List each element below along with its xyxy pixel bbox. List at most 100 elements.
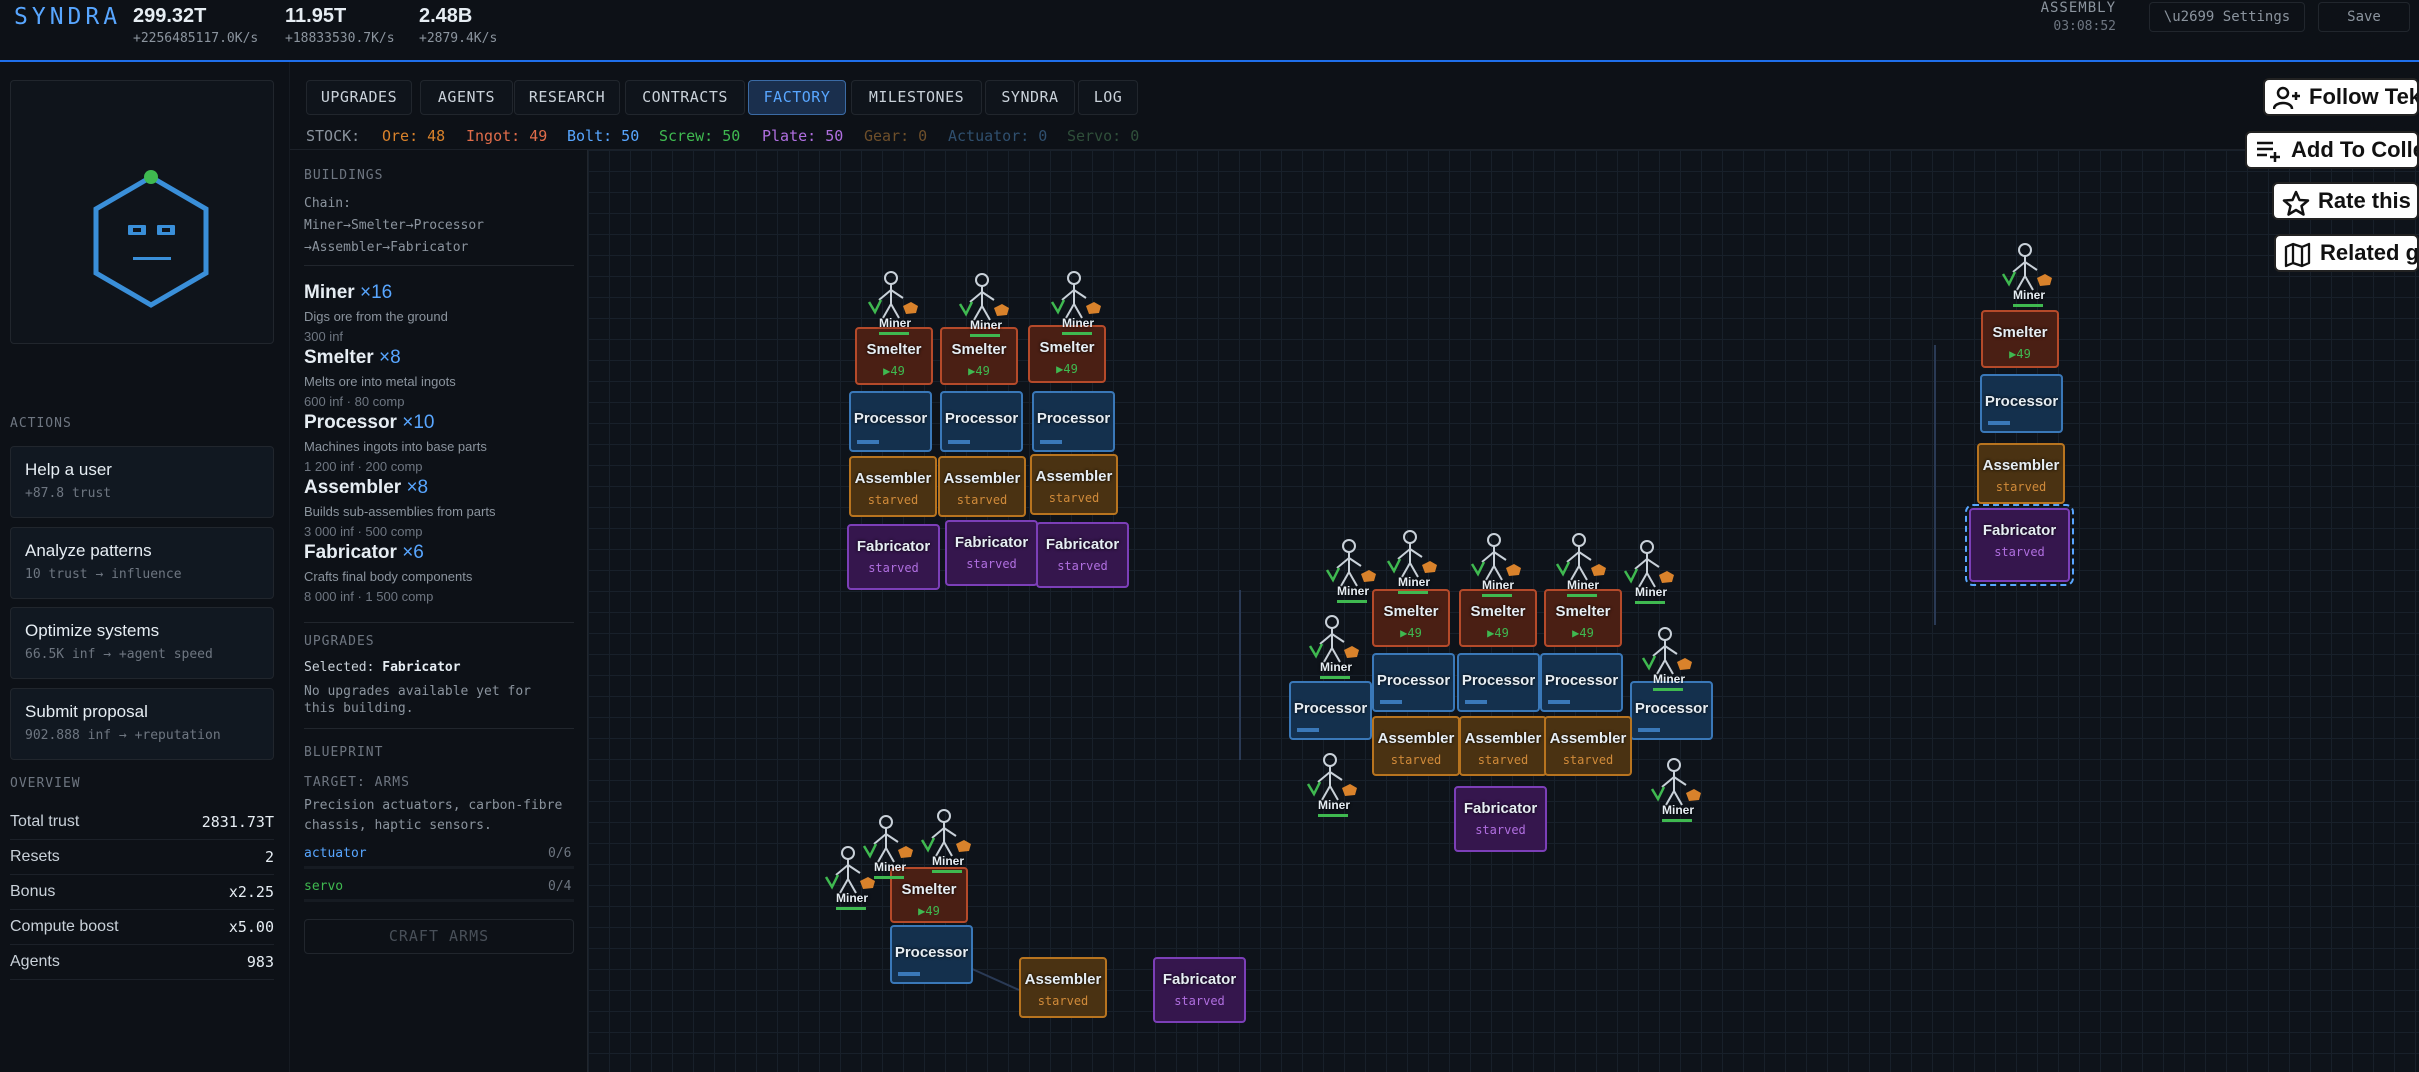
node-label: Processor <box>1461 672 1536 689</box>
building-assembler[interactable]: Assembler ×8 <box>304 477 428 499</box>
building-name: Assembler <box>304 477 402 498</box>
processor-node[interactable]: Processor <box>890 925 973 984</box>
node-label: Smelter <box>901 881 957 898</box>
miner-agent[interactable]: Miner <box>1646 755 1706 827</box>
action-sub: 10 trust → influence <box>25 567 182 582</box>
tab-agents[interactable]: AGENTS <box>420 80 513 115</box>
miner-agent[interactable]: Miner <box>1302 750 1362 822</box>
miner-agent[interactable]: Miner <box>863 268 923 340</box>
stock-ore: Ore: 48 <box>382 127 446 145</box>
building-panel: BUILDINGS Chain: Miner→Smelter→Processor… <box>290 150 588 1072</box>
selected-value: Fabricator <box>382 660 461 675</box>
action-help-user[interactable]: Help a user +87.8 trust <box>10 446 274 518</box>
action-optimize-systems[interactable]: Optimize systems 66.5K inf → +agent spee… <box>10 607 274 679</box>
processor-node[interactable]: Processor <box>1032 391 1115 452</box>
tab-contracts[interactable]: CONTRACTS <box>625 80 745 115</box>
save-button[interactable]: Save <box>2318 2 2410 32</box>
craft-arms-button[interactable]: CRAFT ARMS <box>304 919 574 954</box>
node-label: Assembler <box>943 470 1021 487</box>
processor-node[interactable]: Processor <box>1540 653 1623 712</box>
smelter-node[interactable]: Smelter▶49 <box>1544 589 1622 647</box>
node-label: Processor <box>1544 672 1619 689</box>
processor-node[interactable]: Processor <box>849 391 932 452</box>
stick-figure-icon <box>958 273 1009 337</box>
smelter-node[interactable]: Smelter▶49 <box>1459 589 1537 647</box>
action-analyze-patterns[interactable]: Analyze patterns 10 trust → influence <box>10 527 274 599</box>
node-label: Processor <box>853 410 928 427</box>
miner-agent[interactable]: Miner <box>916 806 976 878</box>
related-games-label: Related ga <box>2320 240 2419 265</box>
miner-agent[interactable]: Miner <box>1321 536 1381 608</box>
node-label: Processor <box>1293 700 1368 717</box>
buildings-title: BUILDINGS <box>304 168 384 183</box>
miner-agent[interactable]: Miner <box>1619 537 1679 609</box>
node-status: starved <box>1475 823 1526 837</box>
building-smelter[interactable]: Smelter ×8 <box>304 347 401 369</box>
node-label: Processor <box>1036 410 1111 427</box>
node-status: starved <box>956 493 1008 507</box>
building-fabricator[interactable]: Fabricator ×6 <box>304 542 424 564</box>
smelter-node[interactable]: Smelter▶49 <box>1981 310 2059 368</box>
stick-figure-icon <box>1470 533 1521 597</box>
settings-button[interactable]: \u2699 Settings <box>2149 2 2305 32</box>
building-processor[interactable]: Processor ×10 <box>304 412 434 434</box>
brand-logo: SYNDRA <box>14 4 122 30</box>
node-status: starved <box>1057 559 1108 573</box>
miner-agent[interactable]: Miner <box>1466 530 1526 602</box>
chain-line: →Assembler→Fabricator <box>304 240 469 255</box>
tab-milestones[interactable]: MILESTONES <box>851 80 982 115</box>
processor-node[interactable]: Processor <box>1980 374 2063 433</box>
smelter-node[interactable]: Smelter▶49 <box>855 327 933 385</box>
processor-node[interactable]: Processor <box>1630 681 1713 740</box>
stat-influence: 11.95T +18833530.7K/s <box>285 5 395 46</box>
processor-node[interactable]: Processor <box>1372 653 1455 712</box>
tab-syndra[interactable]: SYNDRA <box>985 80 1075 115</box>
follow-button[interactable]: Follow Tekw <box>2263 78 2419 116</box>
rate-game-button[interactable]: Rate this ga <box>2272 182 2419 220</box>
tab-factory[interactable]: FACTORY <box>748 80 846 115</box>
tab-log[interactable]: LOG <box>1078 80 1138 115</box>
action-submit-proposal[interactable]: Submit proposal 902.888 inf → +reputatio… <box>10 688 274 760</box>
node-status: starved <box>1174 994 1225 1008</box>
add-to-collection-button[interactable]: Add To Collec <box>2245 131 2419 169</box>
miner-agent[interactable]: Miner <box>1997 240 2057 312</box>
smelter-node[interactable]: Smelter▶49 <box>890 867 968 923</box>
miner-agent[interactable]: Miner <box>858 812 918 884</box>
miner-agent[interactable]: Miner <box>1304 612 1364 684</box>
stick-figure-icon <box>862 815 913 879</box>
building-cost: 300 inf <box>304 329 344 344</box>
miner-agent[interactable]: Miner <box>1637 624 1697 696</box>
processor-node[interactable]: Processor <box>940 391 1023 452</box>
assembler-node[interactable]: Assembler starved <box>938 456 1026 517</box>
chain-line: Chain: <box>304 196 351 211</box>
processor-node[interactable]: Processor <box>1289 681 1372 740</box>
miner-agent[interactable]: Miner <box>1046 268 1106 340</box>
related-games-button[interactable]: Related ga <box>2274 234 2419 272</box>
tab-upgrades[interactable]: UPGRADES <box>306 80 412 115</box>
follow-label: Follow Tekw <box>2309 84 2417 109</box>
overview-key: Agents <box>10 953 60 970</box>
miner-agent[interactable]: Miner <box>1551 530 1611 602</box>
smelter-node[interactable]: Smelter▶49 <box>1372 589 1450 647</box>
miner-agent[interactable]: Miner <box>1382 527 1442 599</box>
miner-agent[interactable]: Miner <box>820 843 880 915</box>
building-miner[interactable]: Miner ×16 <box>304 282 392 304</box>
processor-node[interactable]: Processor <box>1457 653 1540 712</box>
miner-agent[interactable]: Miner <box>954 270 1014 342</box>
blueprint-title: BLUEPRINT <box>304 745 384 760</box>
tab-research[interactable]: RESEARCH <box>514 80 620 115</box>
